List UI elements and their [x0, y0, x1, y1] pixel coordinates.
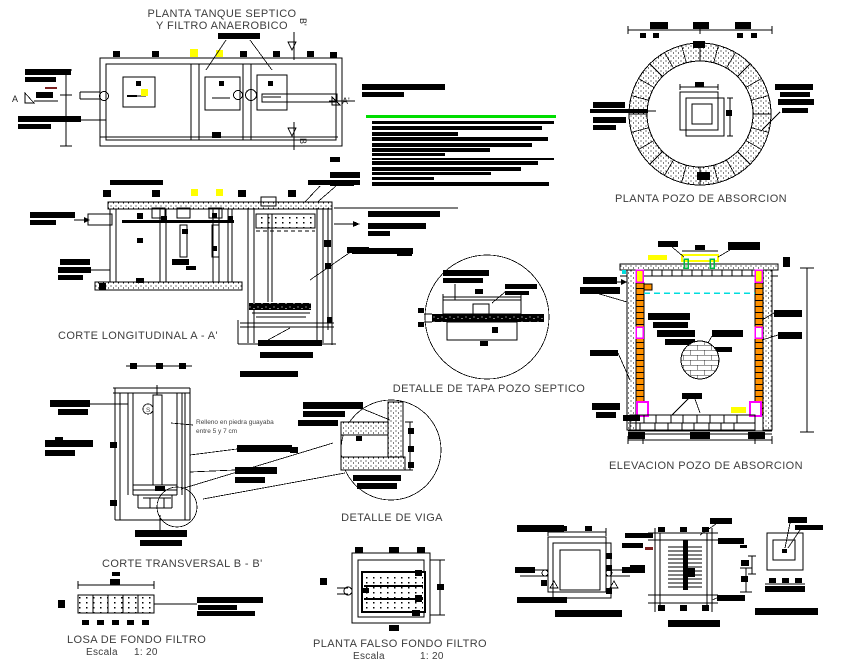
detalle-tapa-title: DETALLE DE TAPA POZO SEPTICO [393, 383, 586, 395]
losa-scale-label: Escala [86, 647, 118, 658]
brick-ladder-right [754, 282, 764, 416]
marker-a-prime: A' [342, 96, 350, 106]
detail-losa-fondo: LOSA DE FONDO FILTRO Escala 1: 20 [58, 579, 263, 658]
spec-text-block [330, 84, 556, 186]
yellow-highlight [141, 89, 148, 96]
falso-title: PLANTA FALSO FONDO FILTRO [313, 638, 487, 650]
falso-scale-value: 1: 20 [420, 651, 444, 661]
detail-box-plan [515, 525, 645, 617]
marker-b: B [298, 138, 308, 144]
stone-foundation [628, 414, 772, 435]
marker-b-prime: B' [298, 18, 308, 26]
detail-falso-fondo: PLANTA FALSO FONDO FILTRO Escala 1: 20 [313, 547, 487, 661]
elevation-absorption-well: ELEVACION POZO DE ABSORCION [580, 241, 814, 472]
losa-title: LOSA DE FONDO FILTRO [67, 634, 206, 646]
brick-plug [680, 340, 720, 380]
yellow-highlight [216, 189, 223, 196]
detail-nested-squares [740, 517, 823, 615]
cyan-mark [622, 270, 626, 274]
marker-a: A [12, 94, 18, 104]
maroon-mark [645, 547, 653, 550]
losa-scale-value: 1: 20 [134, 647, 158, 658]
detail-reinforcement-section [622, 518, 752, 627]
brick-ladder-left [635, 282, 645, 416]
rebar-mark [754, 326, 763, 339]
plan-pozo-title: PLANTA POZO DE ABSORCION [615, 193, 787, 205]
corte-transversal-title: CORTE TRANSVERSAL B - B' [102, 558, 263, 570]
yellow-highlight [190, 49, 198, 57]
detail-viga: DETALLE DE VIGA [290, 399, 443, 524]
detail-tapa-pozo: DETALLE DE TAPA POZO SEPTICO [393, 249, 586, 395]
rebar-mark [635, 326, 644, 339]
note-relleno-line2: entre 5 y 7 cm [196, 428, 237, 435]
section-longitudinal: CORTE LONGITUDINAL A - A' [30, 180, 458, 377]
yellow-highlight [191, 189, 198, 196]
rebar-mark [754, 269, 763, 283]
section-transversal: S Relleno en piedra guayaba entre 5 y 7 … [45, 363, 346, 576]
elevacion-title: ELEVACION POZO DE ABSORCION [609, 460, 803, 472]
note-relleno-line1: Relleno en piedra guayaba [196, 419, 274, 426]
green-mark [709, 258, 715, 269]
yellow-lid-outline [681, 254, 719, 262]
plan-tank-title-line2: Y FILTRO ANAEROBICO [156, 20, 288, 32]
green-mark [683, 258, 689, 269]
plan-tank-title-line1: PLANTA TANQUE SEPTICO [148, 8, 297, 20]
green-underline [366, 115, 556, 118]
plan-septic-tank: PLANTA TANQUE SEPTICO Y FILTRO ANAEROBIC… [12, 8, 355, 150]
yellow-highlight [731, 407, 746, 413]
rebar-mark [636, 401, 649, 417]
yellow-highlight [216, 50, 223, 57]
orange-pipe [643, 283, 653, 291]
detalle-viga-title: DETALLE DE VIGA [341, 512, 443, 524]
corte-longitudinal-title: CORTE LONGITUDINAL A - A' [58, 330, 218, 342]
rebar-mark [749, 401, 762, 417]
rebar-mark [635, 269, 644, 283]
plan-absorption-well: PLANTA POZO DE ABSORCION [590, 22, 814, 205]
yellow-highlight [648, 255, 667, 260]
marker-s: S [146, 407, 151, 414]
falso-scale-label: Escala [353, 651, 385, 661]
